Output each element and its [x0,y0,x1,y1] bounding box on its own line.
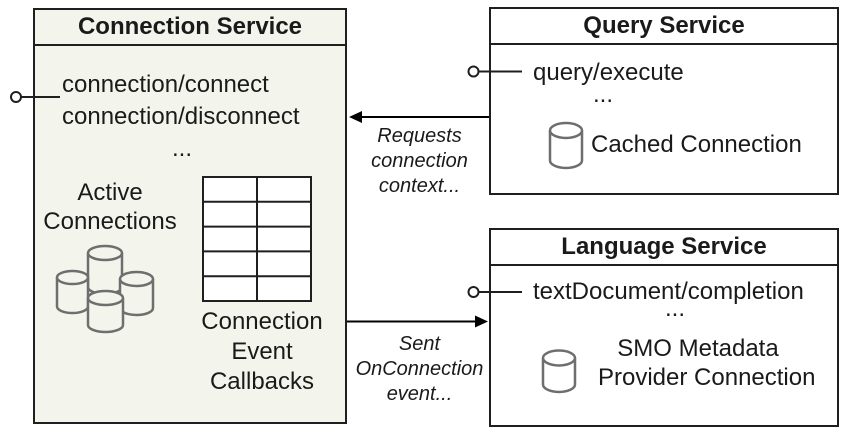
requests-connection-arrow [349,111,489,123]
query-methods-ellipsis: ... [592,81,613,108]
connection-event-callbacks-label: Connection Event Callbacks [201,308,323,395]
language-service-title: Language Service [491,230,837,266]
connection-service-methods: connection/connect connection/disconnect… [62,69,302,165]
cached-connection-label: Cached Connection [591,131,802,158]
query-service-box: Query Service query/execute ... Cached C… [489,7,839,195]
sent-onconnection-event-label: Sent OnConnection event... [355,333,484,405]
method-connection-connect: connection/connect [62,71,269,98]
smo-metadata-provider-connection-label: SMO Metadata Provider Connection [598,335,816,391]
method-connection-disconnect: connection/disconnect [62,103,300,130]
active-connections-label: Active Connections [43,179,177,235]
connection-service-box: Connection Service connection/connect co… [33,8,347,424]
method-textdocument-completion: textDocument/completion [533,278,804,305]
query-service-title: Query Service [491,9,837,45]
language-service-box: Language Service textDocument/completion… [489,228,839,427]
methods-ellipsis: ... [171,135,192,162]
language-methods-ellipsis: ... [664,295,685,322]
requests-connection-context-label: Requests connection context... [371,125,468,197]
method-query-execute: query/execute [533,59,684,86]
connection-service-title: Connection Service [35,10,345,46]
